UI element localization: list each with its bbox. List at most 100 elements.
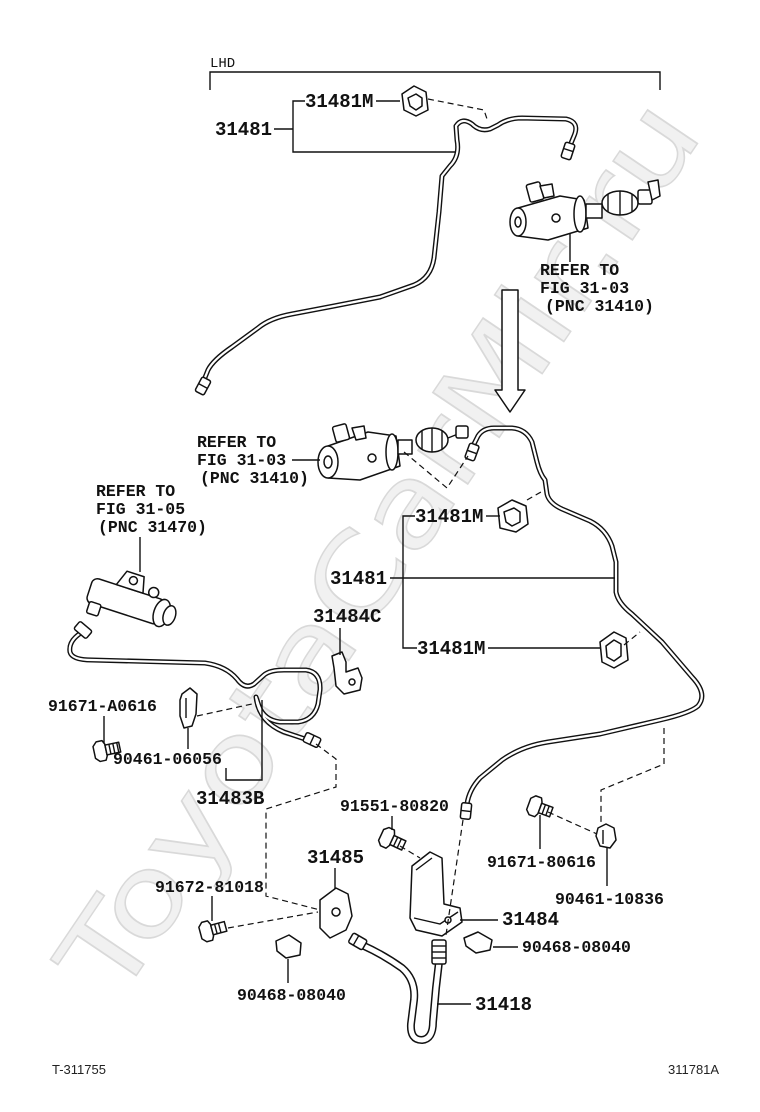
tube-31481-lower-shape [465, 426, 703, 806]
bolt-91551-80820-shape [392, 836, 399, 847]
dashed-guides-shape [227, 911, 319, 929]
tube-31483b-shape [309, 735, 315, 745]
bolt-91672-81018-shape [213, 923, 218, 934]
clip-90461-06056-shape [179, 687, 198, 729]
clip-90468-08040-left [275, 934, 302, 959]
label-clip-31481m-middle: 31481M [415, 506, 483, 528]
label-clip-90468-08040-left: 90468-08040 [237, 986, 346, 1005]
clip-31481m-upper [401, 85, 429, 117]
label-bracket-31484: 31484 [502, 909, 559, 931]
hose-31418-shape [359, 942, 442, 1043]
master-cylinder-lower-shape [385, 433, 399, 471]
leader-lines [103, 100, 615, 1005]
master-cylinder-upper-shape [514, 216, 522, 228]
dashed-guides-shape [427, 98, 489, 123]
bolt-91672-81018-shape [198, 920, 215, 943]
label-bolt-91672-81018: 91672-81018 [155, 878, 264, 897]
bolt-91671-80616-shape [545, 805, 550, 816]
clip-90468-08040-right-shape [463, 931, 493, 954]
reference-master-line2: FIG 31-03 [197, 451, 286, 470]
master-cylinder-upper [509, 179, 661, 241]
label-bolt-91671-a0616: 91671-A0616 [48, 697, 157, 716]
label-bracket-31484c: 31484C [313, 606, 381, 628]
clip-31481m-lower [599, 631, 629, 669]
slave-cylinder-shape [147, 586, 160, 599]
label-clip-90461-06056: 90461-06056 [113, 750, 222, 769]
master-cylinder-lower-shape [455, 425, 469, 439]
tube-31483b-shape [68, 629, 322, 742]
leader-lines-shape [225, 700, 263, 781]
bolt-91671-80616 [525, 795, 554, 818]
clip-31481m-middle [497, 499, 529, 533]
master-cylinder-upper-shape [551, 213, 561, 223]
label-bolt-91671-80616: 91671-80616 [487, 853, 596, 872]
clip-90461-10836-shape [595, 823, 617, 849]
bolt-91671-a0616-shape [108, 744, 112, 755]
tube-31483b [67, 621, 323, 749]
master-cylinder-lower-shape [367, 453, 377, 463]
slave-cylinder-shape [128, 575, 139, 586]
clip-31481m-upper-shape [407, 93, 423, 111]
hose-31418-shape [348, 932, 368, 951]
master-cylinder-upper-shape [573, 195, 587, 233]
hose-31418-shape [352, 935, 360, 946]
bolt-91671-a0616 [92, 739, 122, 763]
tube-31481-upper [194, 115, 579, 396]
slave-cylinder-shape [85, 600, 102, 617]
label-bolt-91551-80820: 91551-80820 [340, 797, 449, 816]
master-cylinder-lower-shape [323, 455, 333, 469]
dashed-guides-shape [600, 728, 665, 822]
illustration-code: 311781A [668, 1062, 719, 1077]
dashed-guides-shape [403, 451, 469, 489]
master-cylinder-upper-shape [647, 179, 661, 201]
dashed-guides-shape [547, 811, 598, 835]
clip-90468-08040-right [463, 931, 493, 954]
slave-cylinder [85, 570, 177, 628]
label-clip-90468-08040-right: 90468-08040 [522, 938, 631, 957]
hose-31418 [348, 932, 447, 1044]
bracket-31485-shape [331, 907, 341, 917]
dashed-guides-shape [526, 491, 542, 501]
bracket-31484c-shape [348, 678, 356, 686]
master-cylinder-lower-shape [331, 423, 351, 443]
lhd-bracket [209, 71, 661, 90]
master-cylinder-lower-shape [397, 439, 413, 455]
leader-lines-shape [274, 100, 456, 153]
reference-upper-line1: REFER TO [540, 261, 619, 280]
bolt-91551-80820-shape [396, 838, 402, 849]
reference-upper-line2: FIG 31-03 [540, 279, 629, 298]
reference-master-line3: (PNC 31410) [200, 469, 309, 488]
tube-31481-lower-shape [460, 809, 472, 813]
label-clip-31481m-lower: 31481M [417, 638, 485, 660]
bolt-91671-a0616-shape [112, 743, 116, 754]
bolt-91672-81018-shape [217, 922, 222, 933]
bolt-91671-a0616-shape [92, 739, 108, 763]
master-cylinder-lower [317, 423, 469, 481]
leader-lines-shape [390, 515, 615, 649]
reference-slave-line3: (PNC 31470) [98, 518, 207, 537]
dashed-guides [196, 98, 665, 936]
bracket-31484-shape [409, 851, 463, 937]
tube-31483b-shape [73, 621, 93, 639]
clip-90461-10836 [595, 823, 617, 849]
bracket-31484c [331, 651, 363, 695]
master-cylinder-upper-shape [539, 183, 555, 199]
drawing-code: T-311755 [52, 1062, 106, 1077]
reference-master-line1: REFER TO [197, 433, 276, 452]
clip-31481m-lower-shape [605, 639, 622, 662]
lhd-label: LHD [210, 56, 235, 72]
tube-31481-upper-shape [198, 383, 208, 389]
label-clip-31481m-upper: 31481M [305, 91, 373, 113]
label-tube-31481-upper: 31481 [215, 119, 272, 141]
dashed-guides-shape [399, 845, 421, 859]
tube-31481-upper-shape [202, 116, 577, 382]
label-tube-31481-lower: 31481 [330, 568, 387, 590]
bracket-31484-shape [413, 857, 459, 925]
label-clip-90461-10836: 90461-10836 [555, 890, 664, 909]
tube-31481-lower [459, 425, 705, 821]
dashed-guides-shape [265, 743, 337, 911]
master-cylinder-upper-shape [585, 203, 603, 219]
